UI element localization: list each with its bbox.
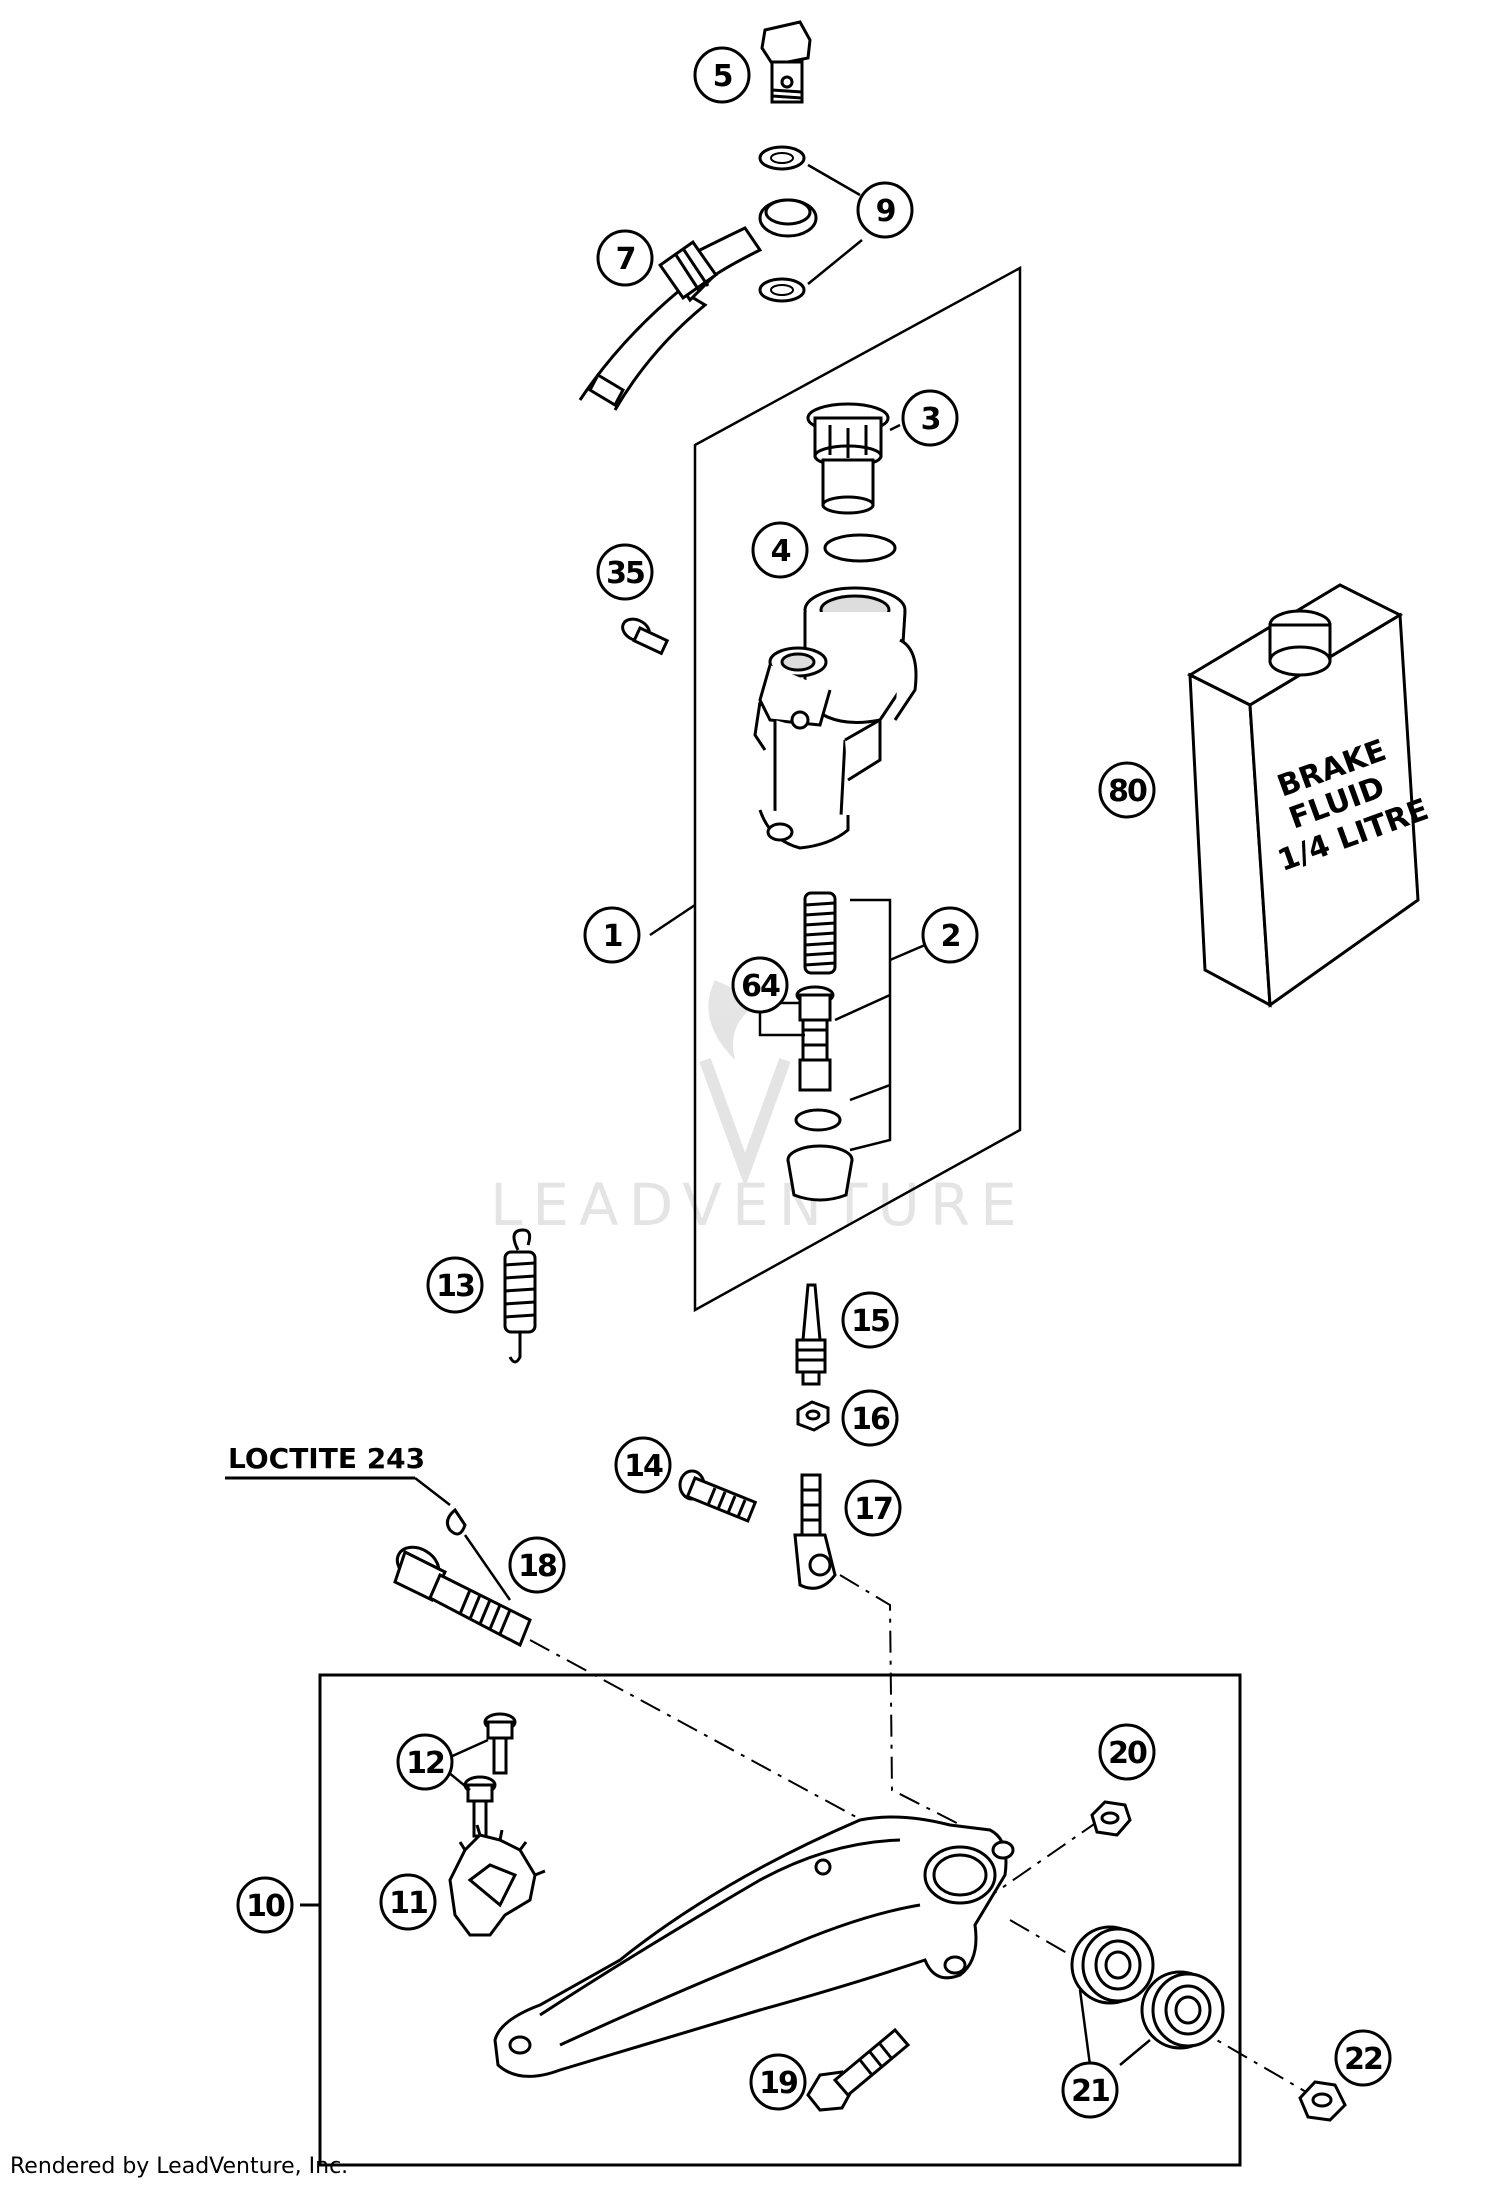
- lock-nut: [796, 1400, 830, 1432]
- washer-bottom: [758, 277, 806, 303]
- small-screw: [621, 617, 670, 656]
- bearing-right: [1140, 1970, 1225, 2050]
- loctite-drop: [445, 1507, 467, 1536]
- axle-nut-bottom: [1298, 2080, 1347, 2122]
- svg-text:2: 2: [941, 919, 960, 954]
- axle-nut-top: [1090, 1800, 1132, 1837]
- return-spring: [503, 1228, 537, 1364]
- svg-text:9: 9: [876, 194, 895, 229]
- loctite-note: LOCTITE 243: [228, 1442, 425, 1475]
- o-ring: [823, 533, 897, 563]
- svg-text:1: 1: [603, 919, 622, 954]
- cylinder-kit-frame: [693, 265, 1022, 1313]
- piston-spring: [803, 891, 837, 975]
- footpeg-screws: [463, 1712, 517, 1838]
- svg-text:10: 10: [246, 1889, 285, 1924]
- bushing: [786, 1144, 854, 1202]
- reservoir-adapter: [806, 402, 890, 515]
- footpeg-tip: [448, 1824, 546, 1937]
- assembly-line-bolt: [529, 1639, 881, 1831]
- pedal-pivot-bolt: [393, 1545, 532, 1648]
- seal-ring: [794, 1108, 842, 1132]
- svg-text:21: 21: [1071, 2074, 1109, 2109]
- svg-text:7: 7: [616, 242, 635, 277]
- brake-hose: [578, 198, 818, 411]
- pedal-stop-bolt: [806, 2027, 911, 2112]
- svg-text:22: 22: [1344, 2042, 1382, 2077]
- piston: [795, 985, 835, 1092]
- master-cylinder-body: [753, 586, 918, 850]
- svg-text:64: 64: [741, 969, 780, 1004]
- svg-text:35: 35: [606, 556, 644, 591]
- bearing-left: [1070, 1925, 1155, 2005]
- push-rod: [795, 1283, 827, 1386]
- watermark: LEADVENTURE: [490, 980, 1027, 1239]
- svg-text:3: 3: [921, 402, 940, 437]
- svg-text:80: 80: [1108, 774, 1147, 809]
- svg-text:5: 5: [713, 59, 732, 94]
- assembly-line-clevis: [839, 1574, 991, 1841]
- svg-text:19: 19: [759, 2066, 797, 2101]
- svg-text:16: 16: [851, 1402, 890, 1437]
- pivot-bolt: [678, 1469, 758, 1523]
- svg-text:17: 17: [854, 1492, 892, 1527]
- svg-text:12: 12: [406, 1746, 444, 1781]
- brake-pedal: [493, 1815, 1015, 2078]
- svg-text:11: 11: [389, 1886, 427, 1921]
- svg-text:15: 15: [851, 1304, 889, 1339]
- banjo-bolt: [760, 20, 812, 104]
- callouts: [236, 46, 1392, 2119]
- watermark-text: LEADVENTURE: [490, 1171, 1027, 1239]
- clevis: [793, 1473, 837, 1590]
- svg-text:18: 18: [518, 1549, 557, 1584]
- svg-text:20: 20: [1108, 1736, 1147, 1771]
- pedal-assembly-box: [318, 1673, 1242, 2167]
- washer-top: [758, 145, 806, 171]
- svg-text:4: 4: [771, 534, 791, 569]
- svg-text:14: 14: [624, 1449, 663, 1484]
- kit-bracket: [849, 898, 892, 1152]
- callout-labels: 5 9 7 3 4 35 80 1 2 64 13 15 16 14 17 18…: [246, 59, 1384, 2109]
- brake-fluid-can: [1186, 583, 1420, 1008]
- svg-text:13: 13: [436, 1269, 474, 1304]
- footer-credit: Rendered by LeadVenture, Inc.: [10, 2154, 349, 2179]
